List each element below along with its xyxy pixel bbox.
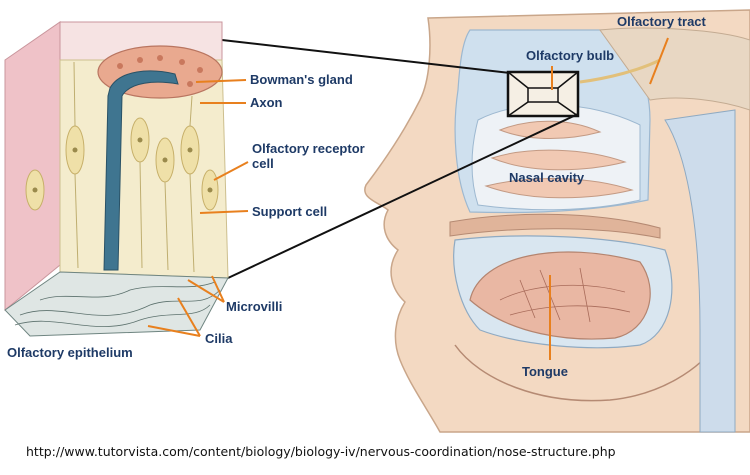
label-bowmans-gland: Bowman's gland xyxy=(250,72,353,87)
label-olfactory-tract: Olfactory tract xyxy=(617,14,706,29)
leader-cilia-a xyxy=(177,297,201,337)
leader-lines xyxy=(147,37,669,360)
gland-duct xyxy=(103,70,179,271)
cell-dendrites xyxy=(73,61,195,273)
pharynx-column xyxy=(664,109,736,433)
connective-tissue xyxy=(4,21,61,312)
brain-region xyxy=(599,27,750,111)
cilia-layer xyxy=(4,271,229,337)
source-url: http://www.tutorvista.com/content/biolog… xyxy=(26,444,616,459)
head-cross-section xyxy=(364,9,750,433)
label-axon: Axon xyxy=(250,95,283,110)
label-support-cell: Support cell xyxy=(252,204,328,219)
olfactory-bulb-box xyxy=(506,70,580,118)
leader-cilia-b xyxy=(147,325,201,337)
label-cilia: Cilia xyxy=(205,331,233,346)
label-tongue: Tongue xyxy=(522,364,568,379)
turbinate-middle xyxy=(490,149,627,171)
epithelium-block xyxy=(4,21,229,337)
leader-bowmans-gland xyxy=(195,79,247,83)
leader-microvilli-b xyxy=(211,275,225,303)
palate xyxy=(449,213,661,239)
label-olfactory-bulb: Olfactory bulb xyxy=(526,48,615,63)
leader-olfactory-tract xyxy=(649,37,669,85)
lower-jaw xyxy=(454,339,721,402)
leader-support-cell xyxy=(199,210,249,214)
label-olfactory-epithelium: Olfactory epithelium xyxy=(7,345,133,360)
label-nasal-cavity: Nasal cavity xyxy=(509,170,585,185)
leader-microvilli-a xyxy=(187,279,225,303)
label-microvilli: Microvilli xyxy=(226,299,283,314)
label-olfactory-receptor-cell: Olfactory receptor cell xyxy=(252,141,365,171)
tongue-shape xyxy=(469,251,651,340)
cell-nuclei xyxy=(32,137,213,193)
zoom-lines xyxy=(221,39,579,279)
olfactory-tract-nerve xyxy=(579,58,661,84)
cilia-strands xyxy=(14,281,221,327)
turbinate-lower xyxy=(484,178,634,199)
leader-receptor-cell xyxy=(213,161,249,181)
